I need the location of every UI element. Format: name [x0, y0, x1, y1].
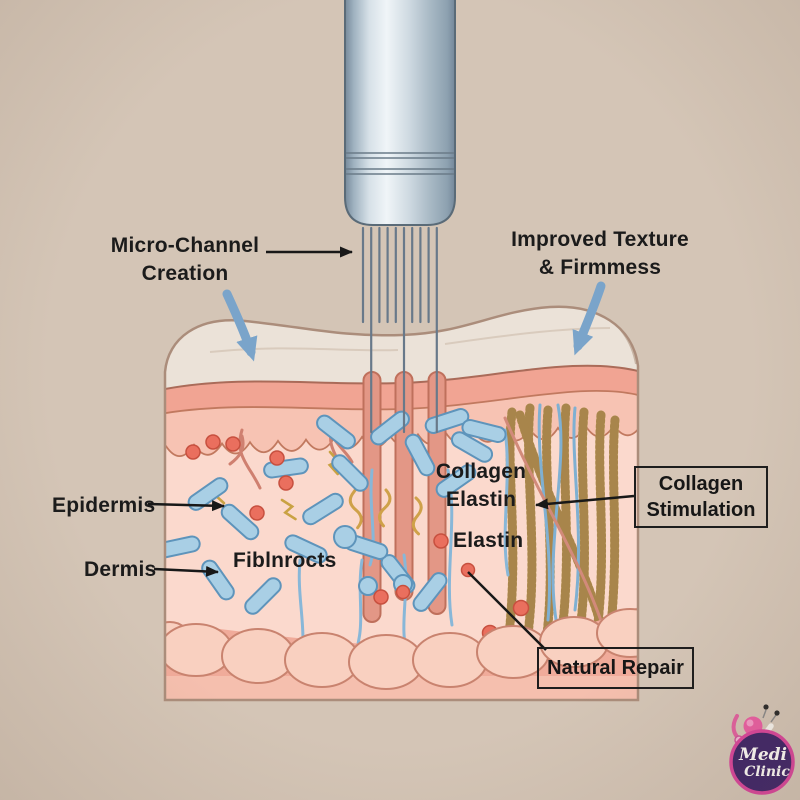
collagen-stimulation-line1: Collagen: [658, 473, 744, 495]
logo-circle: [729, 729, 795, 795]
micro-channel-label: Micro-Channel Creation: [90, 232, 280, 287]
epidermis-label: Epidermis: [52, 494, 156, 517]
skin-block-outline: [163, 305, 640, 702]
elastin-callout-dot: [433, 533, 449, 549]
dermis-arrow: [153, 565, 219, 577]
logo-text-clinic: Clinic: [744, 764, 790, 780]
skin-cross-section: [163, 305, 640, 702]
collagen-stimulation-box: Collagen Stimulation: [634, 466, 768, 528]
fibroblasts-label: Fiblnrocts: [233, 549, 337, 572]
fibroblast-cells: [165, 408, 507, 615]
collagen-fiber-bundle: [503, 403, 620, 655]
natural-repair-box: Natural Repair: [537, 647, 694, 689]
medi-clinic-logo: [729, 704, 795, 795]
fat-cell-layer: [165, 606, 638, 700]
microneedling-device: [344, 0, 456, 226]
micro-channel-label-line2: Creation: [141, 261, 229, 285]
down-arrow-icon-left: [222, 289, 258, 362]
micro-channel-label-line1: Micro-Channel: [110, 234, 260, 257]
down-arrow-icon-right: [572, 281, 606, 356]
logo-text-medi: Medi: [739, 745, 787, 765]
collagen-elastin-label-line2: Elastin: [445, 487, 517, 511]
elastin-label: Elastin: [453, 529, 524, 552]
collagen-elastin-label: Collagen Elastin: [421, 458, 541, 513]
epidermis-arrow: [147, 500, 225, 512]
collagen-stimulation-arrow: [535, 494, 635, 510]
natural-repair-connector: [467, 571, 547, 651]
improved-texture-label-line2: & Firmmess: [538, 255, 662, 279]
annotation-lines: [147, 246, 635, 651]
improved-texture-label-line1: Improved Texture: [511, 228, 689, 251]
collagen-elastin-label-line1: Collagen: [435, 460, 527, 483]
collagen-stimulation-line2: Stimulation: [646, 499, 756, 521]
device-grip-grooves: [346, 152, 454, 175]
improved-texture-label: Improved Texture & Firmmess: [505, 226, 695, 281]
needles: [361, 226, 438, 434]
dermis-label: Dermis: [84, 558, 157, 581]
